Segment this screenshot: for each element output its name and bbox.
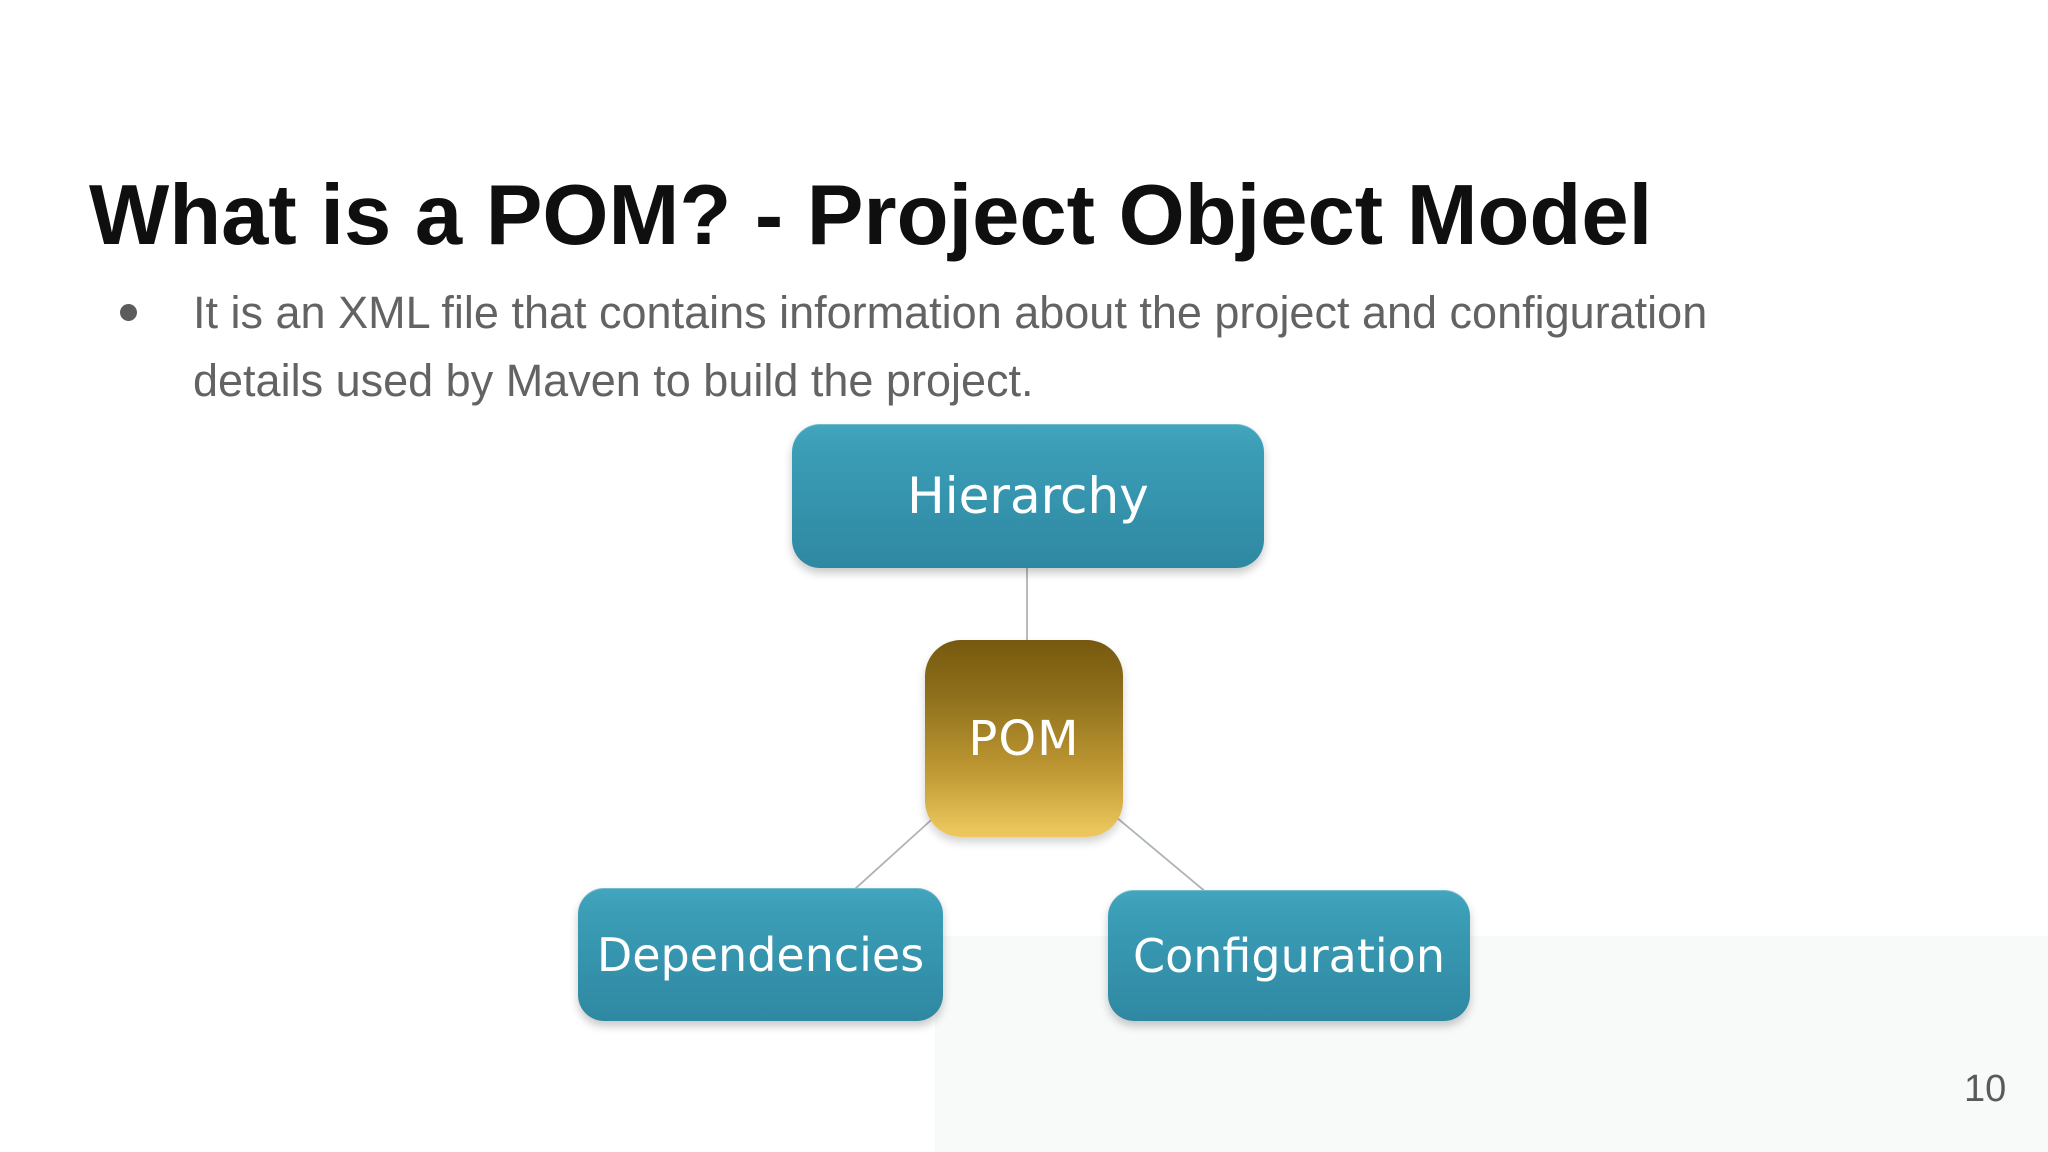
connector-pom-dependencies	[844, 811, 941, 899]
connector-pom-configuration	[1109, 811, 1214, 899]
bullet-dot-icon	[120, 304, 137, 321]
bullet-item: It is an XML file that contains informat…	[120, 279, 1707, 415]
node-label-configuration: Configuration	[1133, 928, 1445, 983]
bullet-text: It is an XML file that contains informat…	[193, 279, 1707, 415]
page-number: 10	[1964, 1068, 2007, 1110]
bullet-line-1: It is an XML file that contains informat…	[193, 287, 1708, 338]
node-label-pom: POM	[968, 710, 1080, 767]
slide-title: What is a POM? - Project Object Model	[89, 167, 1653, 263]
diagram-node-dependencies: Dependencies	[578, 888, 943, 1021]
diagram-node-configuration: Configuration	[1108, 890, 1470, 1021]
node-label-dependencies: Dependencies	[596, 927, 925, 982]
node-label-hierarchy: Hierarchy	[907, 467, 1149, 525]
bullet-line-2: details used by Maven to build the proje…	[193, 355, 1034, 406]
diagram-node-hierarchy: Hierarchy	[792, 424, 1264, 568]
diagram-node-pom: POM	[925, 640, 1123, 837]
